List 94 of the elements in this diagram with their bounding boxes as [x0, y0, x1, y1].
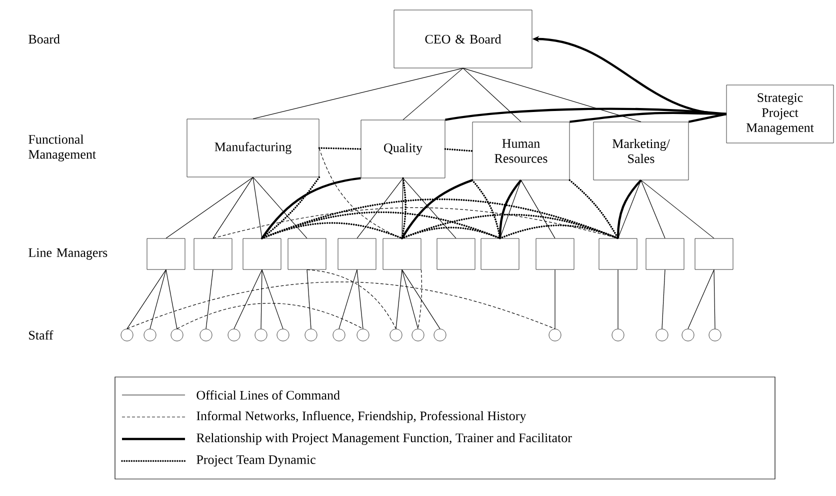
staff-circle	[356, 328, 370, 342]
legend-text: Informal Networks, Influence, Friendship, Professional History	[196, 411, 526, 423]
command-line	[554, 269, 556, 330]
project-management-link	[688, 112, 727, 123]
manager-box	[338, 238, 376, 270]
strategy-box: Strategic Project Management	[726, 84, 834, 144]
team-dynamic-link	[401, 177, 406, 240]
row-label: Staff	[29, 330, 54, 340]
team-dynamic-link	[261, 176, 320, 240]
command-line	[234, 269, 262, 330]
informal-link	[318, 148, 402, 239]
team-dynamic-link	[261, 198, 619, 240]
command-line	[520, 180, 556, 239]
manager-box	[436, 238, 476, 270]
staff-circle	[200, 328, 212, 342]
command-line	[402, 178, 404, 239]
command-line	[462, 68, 522, 122]
command-line	[166, 269, 178, 330]
staff-circle	[434, 328, 446, 342]
staff-circle	[170, 328, 184, 342]
command-line	[206, 269, 214, 330]
legend-text: Official Lines of Command	[196, 390, 340, 400]
staff-circle	[254, 328, 268, 342]
team-dynamic-link	[318, 147, 362, 150]
department-box: Human Resources	[472, 122, 570, 180]
staff-circle	[144, 328, 156, 342]
staff-circle	[304, 328, 318, 342]
command-line	[402, 178, 456, 239]
command-line	[640, 180, 666, 239]
command-line	[402, 68, 464, 120]
manager-box	[288, 238, 326, 270]
command-line	[260, 269, 262, 330]
department-box: Quality	[360, 120, 446, 178]
command-line	[338, 269, 358, 330]
command-line	[252, 68, 464, 120]
staff-circle	[390, 328, 402, 342]
team-dynamic-link	[401, 214, 619, 240]
command-line	[252, 176, 262, 239]
row-label: Functional Management	[28, 134, 96, 162]
command-line	[126, 269, 166, 330]
department-box: Marketing/ Sales	[593, 122, 689, 180]
command-line	[356, 178, 404, 239]
legend-text: Project Team Dynamic	[196, 455, 316, 467]
manager-box	[242, 238, 282, 270]
command-line	[662, 269, 666, 330]
row-label: Line Managers	[28, 248, 108, 260]
command-line	[402, 269, 418, 330]
staff-circle	[332, 328, 346, 342]
command-line	[356, 269, 364, 330]
staff-circle	[120, 328, 134, 342]
command-line	[714, 269, 716, 330]
team-dynamic-link	[499, 224, 619, 240]
informal-link	[306, 269, 396, 330]
manager-box	[382, 238, 422, 270]
team-dynamic-link	[568, 179, 619, 240]
staff-circle	[708, 328, 722, 342]
command-line	[462, 68, 642, 122]
staff-circle	[548, 328, 562, 342]
command-line	[402, 269, 440, 330]
manager-box	[598, 238, 638, 270]
project-management-link	[570, 112, 726, 123]
team-dynamic-link	[444, 148, 474, 152]
board-box: CEO & Board	[394, 10, 532, 68]
command-line	[252, 176, 308, 239]
command-line	[150, 269, 166, 330]
legend-text: Relationship with Project Management Function, Trainer and Facilitator	[196, 433, 572, 445]
manager-box	[194, 238, 232, 270]
command-line	[396, 269, 402, 330]
staff-circle	[276, 328, 290, 342]
staff-circle	[682, 328, 694, 342]
manager-box	[694, 238, 734, 270]
command-line	[166, 176, 254, 239]
command-line	[212, 176, 254, 239]
informal-link	[126, 282, 556, 330]
staff-circle	[612, 328, 624, 342]
command-line	[640, 180, 714, 239]
department-box: Manufacturing	[186, 118, 320, 178]
command-line	[688, 269, 714, 330]
informal-link	[176, 302, 364, 330]
manager-box	[536, 238, 574, 270]
manager-box	[646, 238, 684, 270]
staff-circle	[228, 328, 240, 342]
manager-box	[480, 238, 520, 270]
project-management-link	[261, 177, 361, 239]
team-dynamic-link	[471, 179, 501, 240]
manager-box	[146, 238, 186, 270]
informal-link	[418, 269, 422, 330]
project-management-link	[445, 108, 726, 121]
staff-circle	[412, 328, 424, 342]
command-line	[306, 269, 312, 330]
project-management-link	[401, 179, 473, 239]
staff-circle	[656, 328, 668, 342]
row-label: Board	[28, 34, 60, 44]
command-line	[262, 269, 284, 330]
